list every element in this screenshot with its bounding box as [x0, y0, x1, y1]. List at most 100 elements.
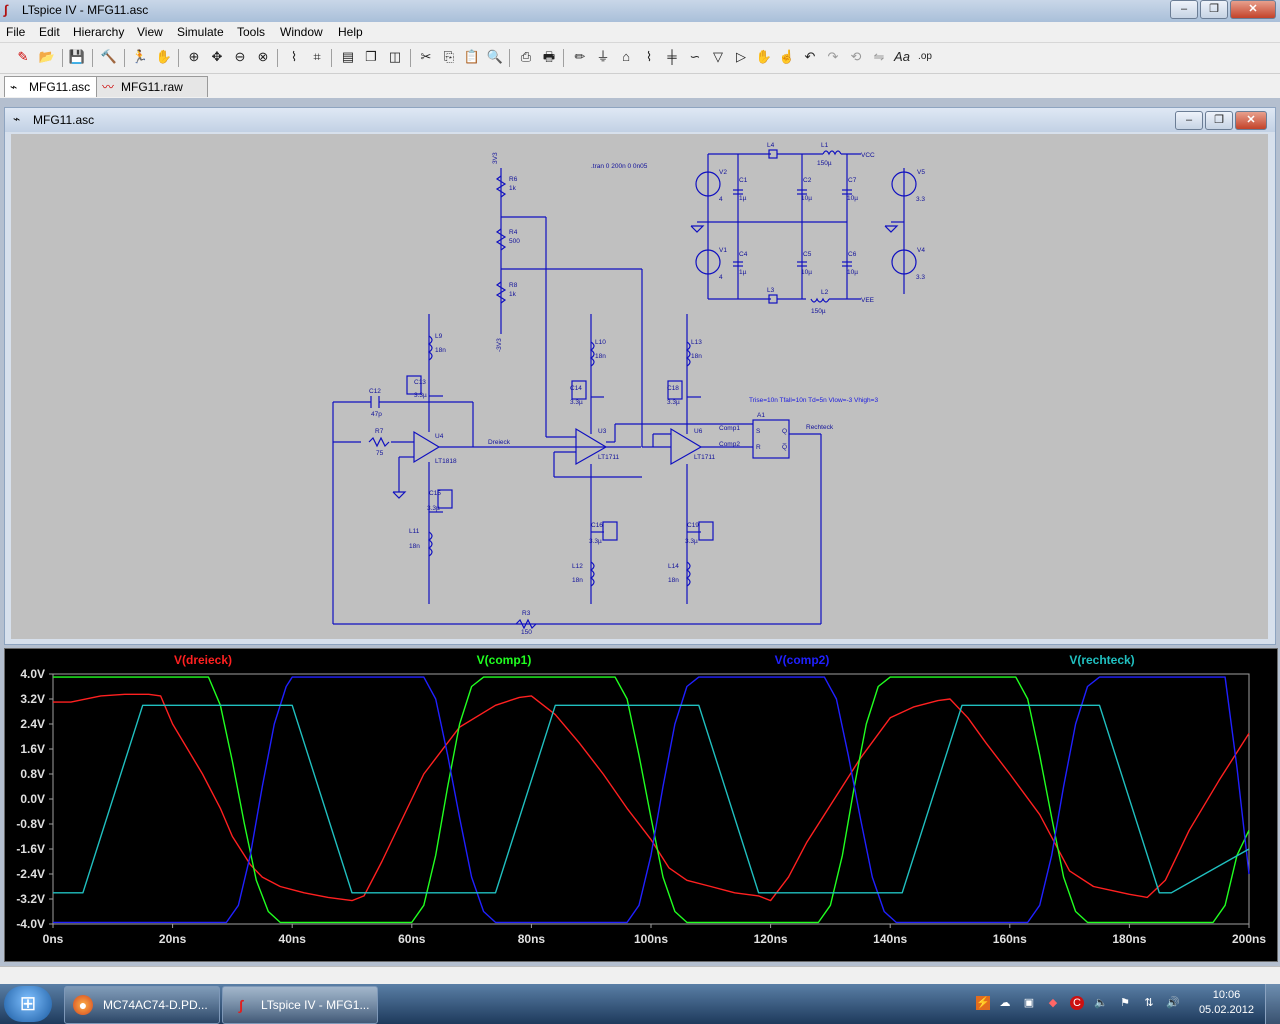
tray-speaker-icon[interactable]: 🔊 — [1166, 997, 1180, 1009]
schematic-minimize-button[interactable]: – — [1175, 111, 1203, 130]
schematic-canvas[interactable]: .tran 0 200n 0 0n05 Trise=10n Tfall=10n … — [11, 134, 1268, 639]
cancel-zoom-icon[interactable]: ⌗ — [313, 49, 321, 64]
net-label-comp1[interactable]: Comp1 — [719, 425, 740, 432]
zoom-out-icon[interactable]: ⊖ — [234, 49, 246, 64]
net-label-dreieck[interactable]: Dreieck — [488, 439, 511, 446]
find-icon[interactable]: 🔍 — [486, 49, 504, 64]
inductor-l14[interactable] — [685, 561, 691, 587]
legend-entry[interactable]: V(comp2) — [775, 653, 830, 667]
menu-tools[interactable]: Tools — [237, 25, 266, 39]
resistor-r7[interactable] — [368, 436, 390, 448]
net-label-rechteck[interactable]: Rechteck — [806, 424, 834, 431]
menu-window[interactable]: Window — [280, 25, 323, 39]
rotate-icon[interactable]: ⟲ — [850, 49, 862, 64]
spice-directive[interactable]: .tran 0 200n 0 0n05 — [591, 163, 648, 170]
print-icon[interactable]: 🖶 — [542, 49, 556, 64]
resistor-r4[interactable] — [495, 228, 507, 251]
undo-icon[interactable]: ↶ — [804, 49, 816, 64]
move-icon[interactable]: ✋ — [755, 49, 773, 64]
tray-display-icon[interactable]: ▣ — [1023, 997, 1035, 1009]
tray-flag-icon[interactable]: ⚑ — [1120, 997, 1130, 1009]
print-preview-icon[interactable]: ⎙ — [520, 49, 532, 64]
paste-icon[interactable]: 📋 — [463, 49, 481, 64]
wire-icon[interactable]: ✏ — [574, 49, 586, 64]
control-panel-icon[interactable]: 🔨 — [100, 49, 118, 64]
flipflop-a1[interactable] — [752, 419, 790, 459]
taskbar-clock[interactable]: 10:06 05.02.2012 — [1199, 988, 1254, 1018]
trace-line[interactable] — [53, 676, 1250, 924]
menu-edit[interactable]: Edit — [39, 25, 60, 39]
show-desktop-button[interactable] — [1265, 984, 1280, 1024]
legend-entry[interactable]: V(dreieck) — [174, 653, 232, 667]
component-icon[interactable]: ▷ — [736, 49, 746, 64]
cut-icon[interactable]: ✂ — [420, 49, 432, 64]
minimize-button[interactable]: – — [1170, 0, 1198, 19]
tray-network-icon[interactable]: ☁ — [999, 997, 1011, 1009]
tray-network-status-icon[interactable]: ⇅ — [1144, 997, 1154, 1009]
schematic-close-button[interactable]: ✕ — [1235, 111, 1267, 130]
cascade-icon[interactable]: ❐ — [365, 49, 377, 64]
save-icon[interactable]: 💾 — [68, 49, 86, 64]
copy-icon[interactable]: ⎘ — [443, 49, 455, 64]
capacitor-icon[interactable]: ╪ — [667, 49, 677, 64]
waveform-plot-pane[interactable]: V(dreieck)V(comp1)V(comp2)V(rechteck) 4.… — [4, 648, 1278, 962]
inductor-l1[interactable] — [822, 150, 842, 156]
autorange-icon[interactable]: ⌇ — [290, 49, 298, 64]
menu-file[interactable]: File — [6, 25, 26, 39]
drag-icon[interactable]: ☝ — [778, 49, 796, 64]
opamp-u6[interactable] — [670, 427, 703, 466]
inductor-l10[interactable] — [589, 341, 595, 367]
legend-entry[interactable]: V(comp1) — [477, 653, 532, 667]
menu-help[interactable]: Help — [338, 25, 363, 39]
inductor-icon[interactable]: ∽ — [689, 49, 701, 64]
new-schematic-icon[interactable]: ✎ — [17, 49, 29, 64]
tray-shield-icon[interactable]: ◆ — [1048, 997, 1058, 1009]
tile-vertical-icon[interactable]: ◫ — [388, 49, 402, 64]
mirror-icon[interactable]: ⇋ — [873, 49, 885, 64]
opamp-u4[interactable] — [413, 430, 441, 464]
pulse-params[interactable]: Trise=10n Tfall=10n Td=5n Vlow=-3 Vhigh=… — [749, 397, 878, 404]
menu-hierarchy[interactable]: Hierarchy — [73, 25, 125, 39]
tile-horizontal-icon[interactable]: ▤ — [341, 49, 355, 64]
opamp-u3[interactable] — [575, 427, 608, 466]
trace-line[interactable] — [53, 676, 1250, 924]
maximize-button[interactable]: ❐ — [1200, 0, 1228, 19]
net-label-comp2[interactable]: Comp2 — [719, 441, 740, 448]
ground-icon[interactable]: ⏚ — [596, 49, 610, 64]
inductor-l12[interactable] — [589, 561, 595, 587]
redo-icon[interactable]: ↷ — [827, 49, 839, 64]
legend-entry[interactable]: V(rechteck) — [1069, 653, 1134, 667]
diode-icon[interactable]: ▽ — [713, 49, 723, 64]
inductor-l13[interactable] — [685, 341, 691, 367]
text-icon[interactable]: Aa — [894, 49, 910, 64]
spice-directive-icon[interactable]: .op — [918, 51, 932, 62]
source-v1[interactable] — [695, 249, 721, 275]
run-icon[interactable]: 🏃 — [131, 49, 149, 64]
resistor-r6[interactable] — [495, 175, 507, 198]
zoom-in-icon[interactable]: ⊕ — [188, 49, 200, 64]
tray-volume-icon[interactable]: 🔈 — [1094, 997, 1108, 1009]
zoom-fit-icon[interactable]: ⊗ — [257, 49, 269, 64]
resistor-r3[interactable] — [515, 618, 537, 630]
inductor-l4[interactable] — [768, 149, 778, 159]
tab-schematic[interactable]: ⌁ MFG11.asc — [4, 76, 98, 97]
trace-line[interactable] — [53, 704, 1250, 894]
zoom-pan-icon[interactable]: ✥ — [211, 49, 223, 64]
inductor-l9[interactable] — [427, 335, 433, 361]
resistor-r8[interactable] — [495, 281, 507, 304]
inductor-l11[interactable] — [427, 531, 433, 557]
menu-simulate[interactable]: Simulate — [177, 25, 224, 39]
inductor-l3[interactable] — [768, 294, 778, 304]
source-v2[interactable] — [695, 171, 721, 197]
taskbar-item-ltspice[interactable]: ∫ LTspice IV - MFG1... — [222, 986, 378, 1024]
halt-icon[interactable]: ✋ — [155, 49, 173, 64]
label-net-icon[interactable]: ⌂ — [622, 49, 630, 64]
start-button[interactable]: ⊞ — [4, 986, 52, 1022]
source-v5[interactable] — [891, 171, 917, 197]
resistor-icon[interactable]: ⌇ — [645, 49, 653, 64]
source-v4[interactable] — [891, 249, 917, 275]
tray-app-icon[interactable]: ⚡ — [976, 996, 990, 1010]
waveform-plot[interactable]: V(dreieck)V(comp1)V(comp2)V(rechteck) 4.… — [5, 649, 1277, 961]
inductor-l2[interactable] — [810, 297, 830, 303]
menu-view[interactable]: View — [137, 25, 163, 39]
